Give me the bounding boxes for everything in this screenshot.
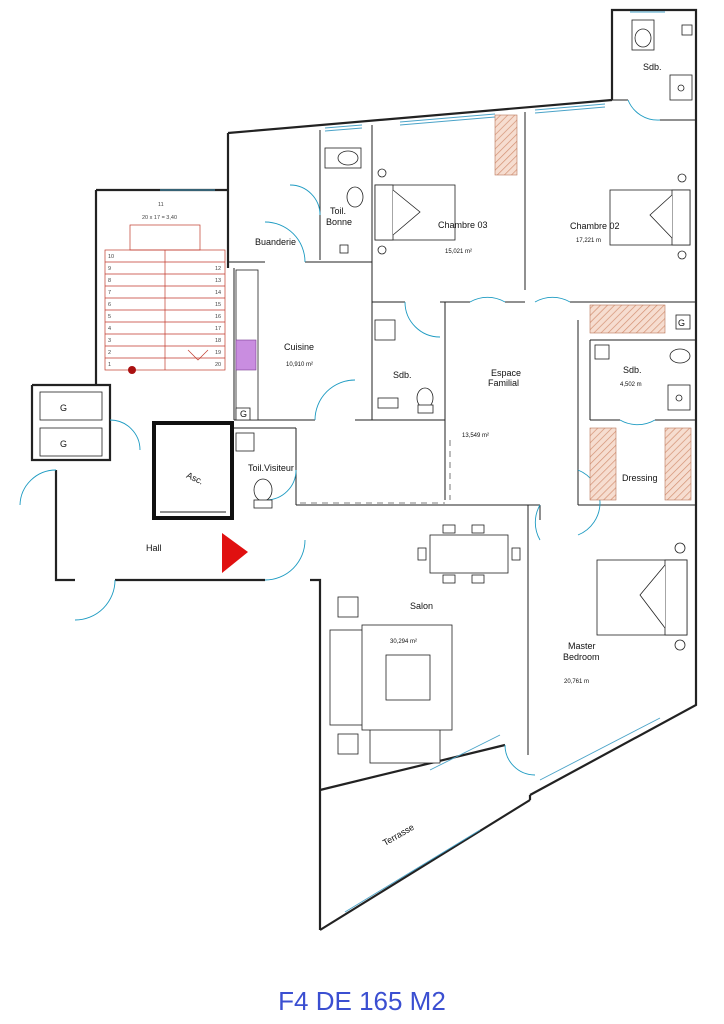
stair-num: 13 (215, 278, 221, 284)
stair-num: 4 (108, 326, 111, 332)
label-gaine-1: G (60, 403, 67, 413)
label-hall: Hall (146, 543, 162, 553)
plan-caption: F4 DE 165 M2 (278, 986, 446, 1016)
staircase: 20 x 17 = 3,40 11 10 9 8 7 6 5 4 3 2 1 1… (104, 202, 226, 374)
stair-num: 12 (215, 266, 221, 272)
fixtures (39, 19, 693, 764)
stair-num: 9 (108, 266, 111, 272)
stair-num: 14 (215, 290, 221, 296)
label-gaine-2: G (60, 439, 67, 449)
label-dressing: Dressing (622, 473, 658, 483)
stair-num: 20 (215, 362, 221, 368)
area-chambre-02: 17,221 m (576, 238, 601, 244)
stair-formula: 20 x 17 = 3,40 (142, 215, 177, 221)
label-toil-visiteur: Toil.Visiteur (248, 463, 294, 473)
stair-num: 2 (108, 350, 111, 356)
stair-num: 5 (108, 314, 111, 320)
exterior-walls (30, 8, 698, 931)
label-toil-bonne-2: Bonne (326, 217, 352, 227)
area-chambre-03: 15,021 m² (445, 249, 472, 255)
wardrobes (494, 114, 692, 501)
label-terrasse: Terrasse (381, 822, 416, 848)
label-buanderie: Buanderie (255, 237, 296, 247)
stair-num: 18 (215, 338, 221, 344)
stair-num: 10 (108, 254, 114, 260)
label-toil-bonne: Toil. (330, 206, 346, 216)
stair-num: 8 (108, 278, 111, 284)
stair-num: 6 (108, 302, 111, 308)
windows (160, 11, 665, 913)
stair-num: 17 (215, 326, 221, 332)
doors (19, 99, 661, 776)
area-master: 20,761 m (564, 679, 589, 685)
label-salon: Salon (410, 601, 433, 611)
label-master: Master (568, 641, 596, 651)
label-sdb-right: Sdb. (623, 365, 642, 375)
stair-num: 19 (215, 350, 221, 356)
stair-start-dot (128, 366, 136, 374)
area-espace: 13,549 m² (462, 433, 489, 439)
stair-num: 7 (108, 290, 111, 296)
label-chambre-03: Chambre 03 (438, 220, 488, 230)
label-espace-2: Familial (488, 378, 519, 388)
label-sdb-mid: Sdb. (393, 370, 412, 380)
stair-num: 16 (215, 314, 221, 320)
area-sdb-right: 4,502 m (620, 382, 642, 388)
area-cuisine: 10,910 m² (286, 362, 313, 368)
floor-plan: 20 x 17 = 3,40 11 10 9 8 7 6 5 4 3 2 1 1… (19, 8, 698, 931)
stair-num: 15 (215, 302, 221, 308)
label-master-2: Bedroom (563, 652, 600, 662)
label-espace: Espace (491, 368, 521, 378)
label-chambre-02: Chambre 02 (570, 221, 620, 231)
interior-walls (152, 99, 696, 755)
stair-num: 3 (108, 338, 111, 344)
stair-top-mark: 11 (158, 202, 164, 208)
label-asc: Asc. (185, 470, 205, 486)
entrance-arrow (222, 533, 248, 573)
label-sdb-top: Sdb. (643, 62, 662, 72)
label-cuisine: Cuisine (284, 342, 314, 352)
area-salon: 30,294 m² (390, 639, 417, 645)
stair-num: 1 (108, 362, 111, 368)
elevator-shaft (152, 421, 234, 520)
room-labels: Sdb. Toil. Bonne Chambre 03 15,021 m² Ch… (60, 62, 685, 848)
label-gaine-3: G (240, 409, 247, 419)
label-gaine-4: G (678, 318, 685, 328)
